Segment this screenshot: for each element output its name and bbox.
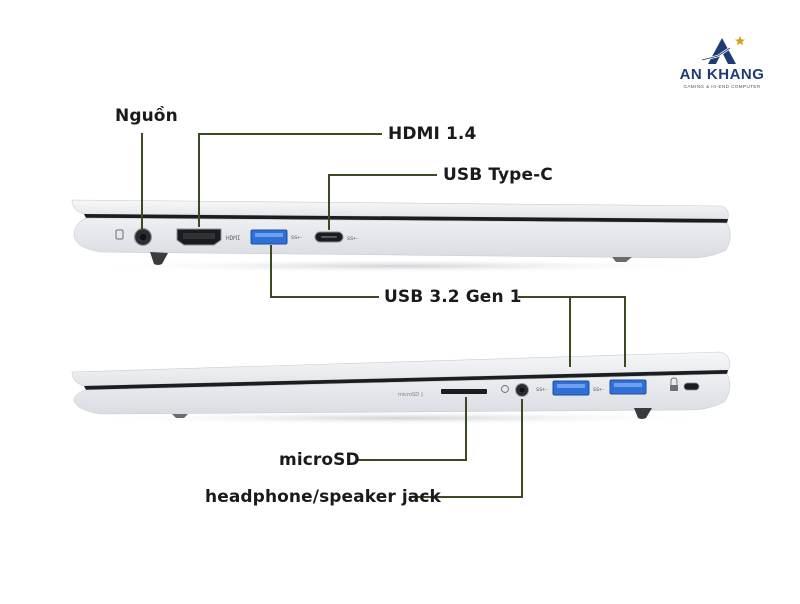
usb-a-port-left: ss⇠ [250,229,302,245]
label-hdmi: HDMI 1.4 [388,124,477,144]
laptop-left-shadow [80,259,720,273]
laptop-right-lid [71,351,731,387]
power-jack-hole [139,233,147,241]
lock-icon-body [670,385,678,391]
power-indicator-icon [115,229,124,240]
usb-a-port-tongue [557,384,585,388]
usb-a-port-right-1: ss⇠ [536,380,590,396]
usb-a-port-tongue [255,233,283,237]
laptop-right-shadow [80,411,720,425]
laptop-left-foot-rear [612,257,632,262]
brand-tagline: GAMING & HI-END COMPUTER [683,84,761,89]
hdmi-port: HDMI [176,228,241,246]
usb-c-logo-icon: ss⇠ [347,235,358,242]
leader-lines [141,133,626,498]
label-microsd: microSD [279,450,360,470]
leader-usb-c [328,174,437,230]
laptop-left-side: HDMI ss⇠ ss⇠ [71,199,731,273]
microsd-slot: microSD ▯ [398,389,487,398]
audio-jack-hole [519,387,525,393]
usb-a-port-right-2: ss⇠ [593,379,647,395]
leader-microsd [356,397,467,461]
laptop-right-side: microSD ▯ ss⇠ ss⇠ [71,351,731,425]
headset-icon [501,385,509,393]
laptop-left-lid [71,199,729,220]
usb-c-port-tongue [321,236,337,238]
laptop-left-foot-front [150,252,168,265]
microsd-slot-shape [441,389,487,394]
laptop-left-base [73,217,731,259]
security-lock-slot [670,377,700,391]
leader-usb-a-left [270,245,379,298]
label-usb-c: USB Type-C [443,165,553,185]
label-power: Nguồn [115,106,178,126]
usb-logo-icon: ss⇠ [536,386,547,393]
leader-hdmi [198,133,382,227]
usb-logo-icon: ss⇠ [593,386,604,393]
usb-logo-icon: ss⇠ [291,234,302,241]
leader-usb-a-right-2 [518,296,626,367]
laptop-right-foot-front [634,408,652,419]
laptop-right-seam [84,370,728,390]
hdmi-port-inner [183,233,215,239]
brand-name: AN KHANG [679,66,765,83]
hdmi-logo-icon: HDMI [226,235,241,242]
lock-icon [670,377,678,387]
microsd-slot-caption: microSD ▯ [398,392,424,398]
audio-jack [501,383,529,397]
laptop-right-foot-rear [172,414,188,418]
laptop-left-seam [84,214,728,223]
brand-logo: AN KHANG GAMING & HI-END COMPUTER [672,30,772,94]
label-usb-a: USB 3.2 Gen 1 [384,287,522,307]
leader-audio [409,399,523,498]
usb-c-port: ss⇠ [314,231,358,243]
label-audio-jack: headphone/speaker jack [205,487,441,507]
star-icon [735,36,745,46]
usb-a-port-tongue [614,383,642,387]
security-lock-slot-shape [683,382,700,391]
brand-mark-icon [701,36,745,64]
